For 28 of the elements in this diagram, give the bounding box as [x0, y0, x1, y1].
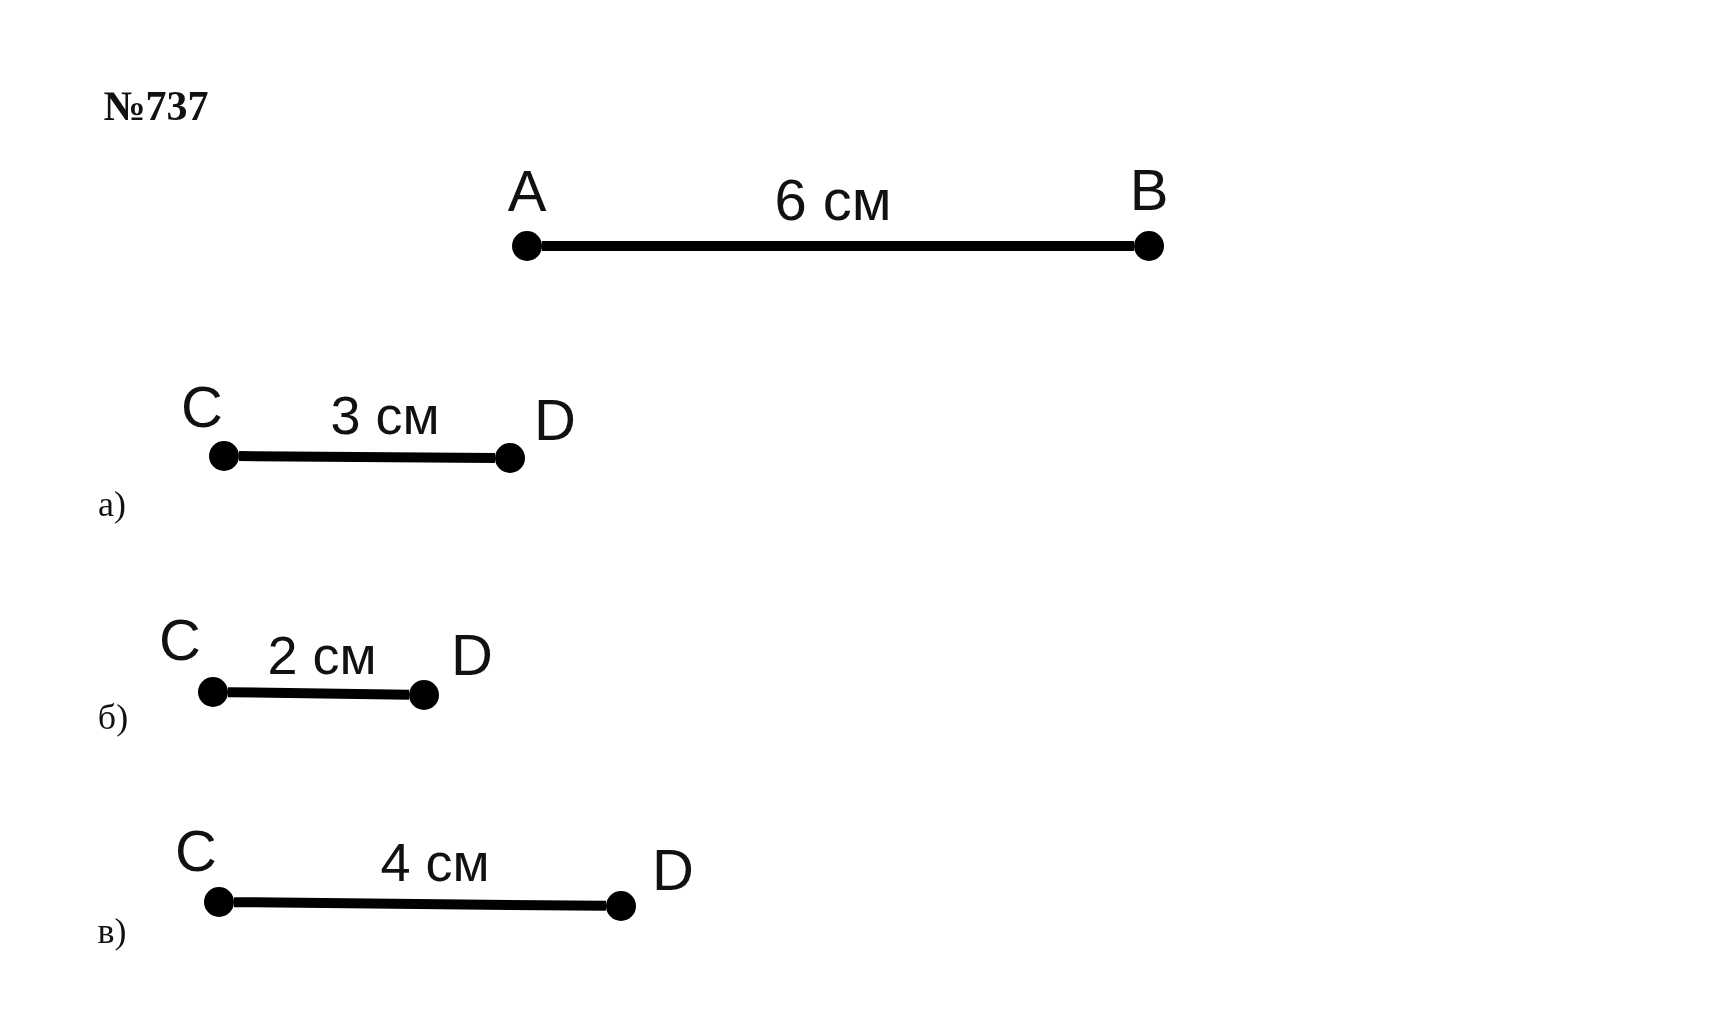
segment-length: 3 см	[330, 388, 440, 442]
point-dot	[495, 443, 525, 473]
point-label: C	[175, 822, 217, 880]
item-letter: б)	[97, 699, 129, 735]
line-segment	[227, 687, 410, 700]
line-segment	[233, 897, 607, 911]
point-label: B	[1129, 161, 1169, 219]
point-label: C	[159, 611, 201, 669]
point-label: D	[652, 841, 694, 899]
point-dot	[198, 677, 228, 707]
line-segment	[238, 451, 496, 463]
segment-length: 2 см	[267, 628, 377, 682]
segment-length: 4 см	[380, 835, 490, 889]
point-dot	[409, 680, 439, 710]
item-letter: в)	[97, 913, 127, 949]
point-dot	[606, 891, 636, 921]
point-label: D	[534, 391, 576, 449]
point-label: D	[451, 626, 493, 684]
point-dot	[209, 441, 239, 471]
segment-length: 6 см	[774, 171, 892, 229]
point-dot	[204, 887, 234, 917]
line-segment	[542, 241, 1134, 251]
point-label: A	[507, 162, 547, 220]
point-label: C	[181, 378, 223, 436]
point-dot	[512, 231, 542, 261]
number-label: №737	[103, 85, 209, 127]
item-letter: а)	[98, 486, 126, 522]
point-dot	[1134, 231, 1164, 261]
